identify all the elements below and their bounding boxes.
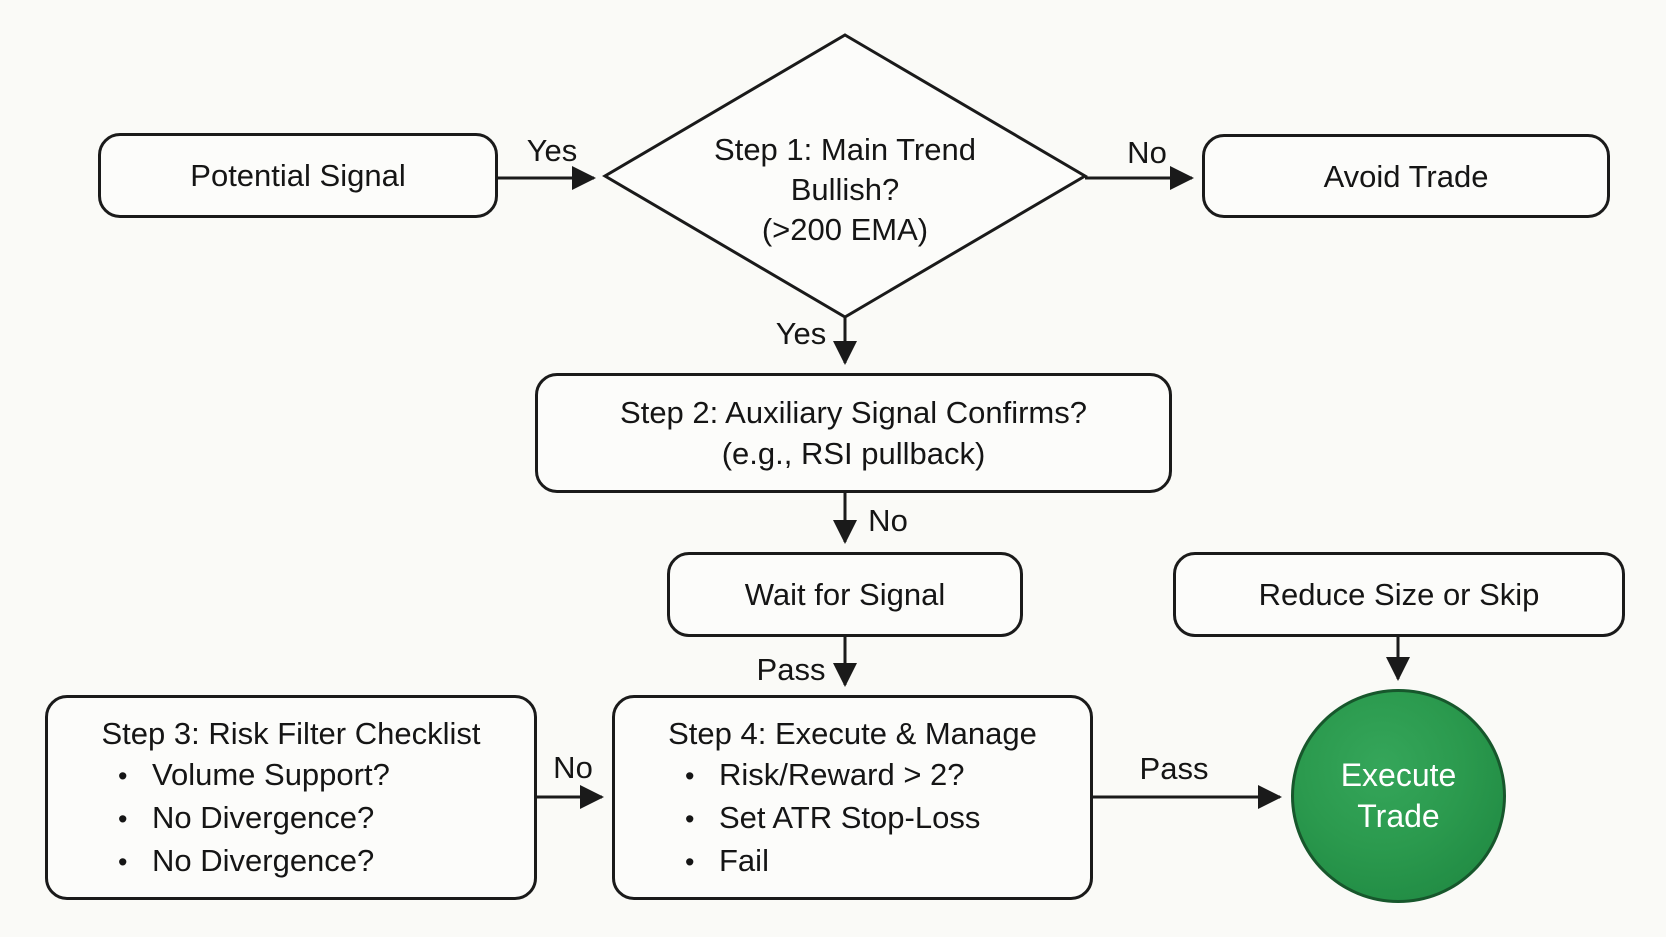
bullet-icon: • — [685, 760, 695, 791]
edge-label-step2-to-wait: No — [868, 503, 908, 538]
edge-label-step1-to-step2: Yes — [775, 316, 827, 351]
bullet-icon: • — [118, 803, 128, 834]
step4-node: Step 4: Execute & Manage • Risk/Reward >… — [612, 695, 1093, 900]
bullet-icon: • — [685, 803, 695, 834]
edge-label-step1-to-avoid: No — [1127, 135, 1167, 170]
step3-item-label: Volume Support? — [152, 756, 390, 792]
step3-item-label: No Divergence? — [152, 799, 375, 835]
step1-decision-label: Step 1: Main Trend Bullish? (>200 EMA) — [714, 132, 976, 247]
step4-item-label: Set ATR Stop-Loss — [719, 799, 981, 835]
step3-item: • No Divergence? — [48, 840, 534, 883]
reduce-size-or-skip-node: Reduce Size or Skip — [1173, 552, 1625, 637]
bullet-icon: • — [118, 846, 128, 877]
step3-item: • Volume Support? — [48, 754, 534, 797]
execute-trade-node: Execute Trade — [1291, 689, 1506, 903]
wait-for-signal-node: Wait for Signal — [667, 552, 1023, 637]
bullet-icon: • — [118, 760, 128, 791]
step3-node: Step 3: Risk Filter Checklist • Volume S… — [45, 695, 537, 900]
bullet-icon: • — [685, 846, 695, 877]
step4-item: • Fail — [615, 840, 1090, 883]
step3-item-label: No Divergence? — [152, 842, 375, 878]
step4-item: • Set ATR Stop-Loss — [615, 797, 1090, 840]
step4-item-label: Fail — [719, 842, 769, 878]
edge-label-wait-to-step4: Pass — [756, 652, 826, 687]
edge-label-step4-to-execute: Pass — [1139, 751, 1209, 786]
potential-signal-node: Potential Signal — [98, 133, 498, 218]
step3-title: Step 3: Risk Filter Checklist — [101, 715, 481, 751]
step2-node: Step 2: Auxiliary Signal Confirms? (e.g.… — [535, 373, 1172, 493]
step3-item: • No Divergence? — [48, 797, 534, 840]
avoid-trade-node: Avoid Trade — [1202, 134, 1610, 218]
edge-label-signal-to-step1: Yes — [526, 133, 578, 168]
edge-label-step3-to-step4: No — [553, 750, 593, 785]
step4-item-label: Risk/Reward > 2? — [719, 756, 965, 792]
step4-item: • Risk/Reward > 2? — [615, 754, 1090, 797]
step4-title: Step 4: Execute & Manage — [668, 715, 1037, 751]
